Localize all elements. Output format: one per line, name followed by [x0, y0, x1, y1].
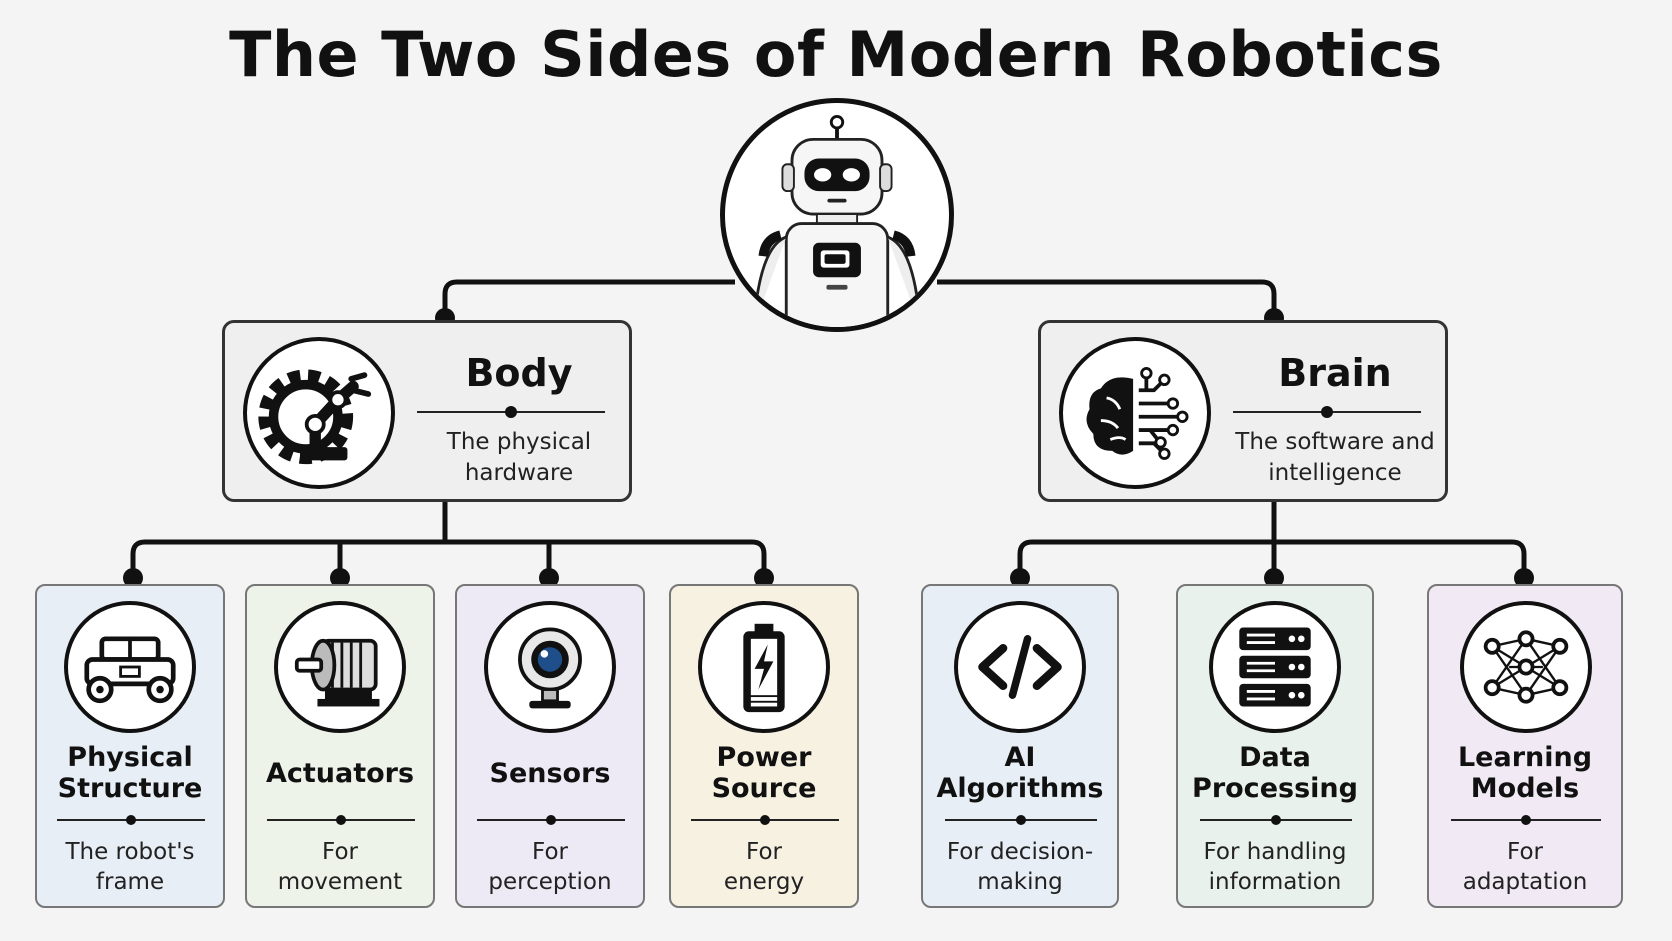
leaf-power-source: Power Source For energy — [669, 584, 859, 908]
leaf-subtitle: For perception — [457, 837, 643, 897]
page-title: The Two Sides of Modern Robotics — [229, 18, 1443, 91]
leaf-subtitle-line2: making — [977, 869, 1063, 895]
leaf-subtitle-line2: perception — [488, 869, 612, 895]
brain-subtitle: The software and intelligence — [1221, 427, 1449, 489]
leaf-subtitle-line1: For decision- — [946, 839, 1094, 865]
battery-icon — [698, 601, 830, 733]
leaf-subtitle-line2: movement — [277, 869, 403, 895]
leaf-subtitle-line1: For — [532, 839, 568, 865]
leaf-title-line1: AI — [1004, 742, 1036, 773]
leaf-subtitle: For energy — [671, 837, 857, 897]
leaf-subtitle-line1: For — [746, 839, 782, 865]
server-icon — [1209, 601, 1341, 733]
leaf-subtitle-line1: The robot's — [65, 839, 195, 865]
neural-network-icon — [1460, 601, 1592, 733]
leaf-ai-algorithms: AI Algorithms For decision- making — [921, 584, 1119, 908]
body-card: Body The physical hardware — [222, 320, 632, 502]
leaf-learning-models: Learning Models For adaptation — [1427, 584, 1623, 908]
leaf-title: Learning Models — [1429, 742, 1621, 804]
leaf-divider — [267, 815, 415, 825]
leaf-subtitle-line2: frame — [95, 869, 165, 895]
leaf-subtitle: The robot's frame — [37, 837, 223, 897]
leaf-title-line1: Physical — [67, 742, 193, 773]
leaf-title-line1: Power — [716, 742, 812, 773]
leaf-title-line2: Algorithms — [936, 773, 1104, 804]
brain-circuit-icon — [1059, 337, 1211, 489]
body-subtitle-line2: hardware — [464, 460, 574, 486]
camera-sensor-icon — [484, 601, 616, 733]
robot-icon — [720, 98, 954, 332]
body-title: Body — [465, 351, 573, 395]
brain-divider — [1233, 406, 1421, 418]
leaf-title-line1: Learning — [1457, 742, 1593, 773]
leaf-divider — [691, 815, 839, 825]
leaf-data-processing: Data Processing For handling information — [1176, 584, 1374, 908]
leaf-title: Sensors — [457, 758, 643, 789]
leaf-divider — [57, 815, 205, 825]
leaf-subtitle-line1: For — [322, 839, 358, 865]
leaf-title-line2: Source — [711, 773, 817, 804]
leaf-divider — [477, 815, 625, 825]
leaf-title-line1: Data — [1239, 742, 1311, 773]
leaf-subtitle: For decision- making — [923, 837, 1117, 897]
rover-frame-icon — [64, 601, 196, 733]
leaf-title-line2: Processing — [1192, 773, 1358, 804]
brain-card: Brain The software and intelligence — [1038, 320, 1448, 502]
leaf-title: Power Source — [671, 742, 857, 804]
brain-subtitle-line2: intelligence — [1268, 460, 1402, 486]
motor-icon — [274, 601, 406, 733]
leaf-title-line1: Sensors — [489, 758, 611, 789]
leaf-subtitle-line1: For handling — [1203, 839, 1347, 865]
body-divider — [417, 406, 605, 418]
leaf-title: AI Algorithms — [923, 742, 1117, 804]
leaf-divider — [1451, 815, 1601, 825]
brain-title: Brain — [1278, 351, 1392, 395]
leaf-sensors: Sensors For perception — [455, 584, 645, 908]
leaf-title-line2: Structure — [57, 773, 203, 804]
leaf-title-line1: Actuators — [265, 758, 415, 789]
leaf-title: Data Processing — [1178, 742, 1372, 804]
gear-robotic-arm-icon — [243, 337, 395, 489]
leaf-title: Actuators — [247, 758, 433, 789]
brain-subtitle-line1: The software and — [1235, 429, 1435, 455]
leaf-subtitle-line2: energy — [723, 869, 805, 895]
leaf-subtitle-line2: adaptation — [1462, 869, 1588, 895]
leaf-subtitle: For movement — [247, 837, 433, 897]
leaf-title: Physical Structure — [37, 742, 223, 804]
body-subtitle-line1: The physical — [446, 429, 592, 455]
leaf-subtitle: For handling information — [1178, 837, 1372, 897]
leaf-divider — [945, 815, 1097, 825]
code-icon — [954, 601, 1086, 733]
leaf-subtitle-line1: For — [1507, 839, 1543, 865]
leaf-divider — [1200, 815, 1352, 825]
leaf-actuators: Actuators For movement — [245, 584, 435, 908]
leaf-title-line2: Models — [1470, 773, 1580, 804]
leaf-subtitle-line2: information — [1208, 869, 1342, 895]
body-subtitle: The physical hardware — [405, 427, 633, 489]
leaf-subtitle: For adaptation — [1429, 837, 1621, 897]
leaf-physical-structure: Physical Structure The robot's frame — [35, 584, 225, 908]
